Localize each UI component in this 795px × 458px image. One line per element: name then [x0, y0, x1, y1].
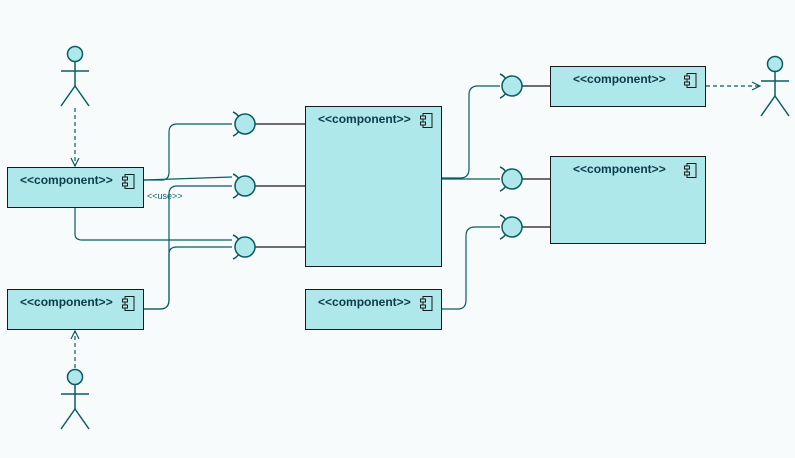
actor-right[interactable]	[760, 55, 790, 117]
component-icon	[122, 174, 135, 189]
component-right-top[interactable]: <<component>>	[550, 66, 706, 107]
wire-center-small-to-right-low	[442, 226, 500, 310]
component-left-top[interactable]: <<component>>	[7, 167, 144, 208]
component-label: <<component>>	[318, 295, 411, 309]
lollipop-1[interactable]	[234, 113, 256, 135]
component-icon	[684, 163, 697, 178]
component-label: <<component>>	[20, 295, 113, 309]
wire-left-top-to-socket-1	[144, 123, 232, 181]
component-icon	[420, 296, 433, 311]
component-center[interactable]: <<component>>	[305, 106, 442, 267]
component-icon	[122, 296, 135, 311]
wire-left-top-to-socket-2	[143, 176, 233, 181]
component-left-bottom[interactable]: <<component>>	[7, 289, 144, 330]
actor-bottom-left[interactable]	[60, 368, 90, 430]
wire-center-to-right-top	[442, 85, 500, 179]
lollipop-right-top[interactable]	[501, 75, 523, 97]
wire-left-top-to-socket-3	[74, 208, 232, 241]
lollipop-2[interactable]	[234, 175, 256, 197]
component-label: <<component>>	[573, 162, 666, 176]
component-icon	[420, 113, 433, 128]
component-label: <<component>>	[20, 173, 113, 187]
component-icon	[684, 73, 697, 88]
component-right-big[interactable]: <<component>>	[550, 156, 706, 244]
lollipop-right-low[interactable]	[501, 216, 523, 238]
lollipop-right-mid[interactable]	[501, 168, 523, 190]
lollipop-3[interactable]	[234, 236, 256, 258]
component-label: <<component>>	[318, 112, 411, 126]
use-label: <<use>>	[147, 191, 183, 201]
component-center-small[interactable]: <<component>>	[305, 289, 442, 330]
component-label: <<component>>	[573, 72, 666, 86]
wire-left-bottom-to-socket-3	[144, 246, 232, 310]
actor-top-left[interactable]	[60, 45, 90, 107]
